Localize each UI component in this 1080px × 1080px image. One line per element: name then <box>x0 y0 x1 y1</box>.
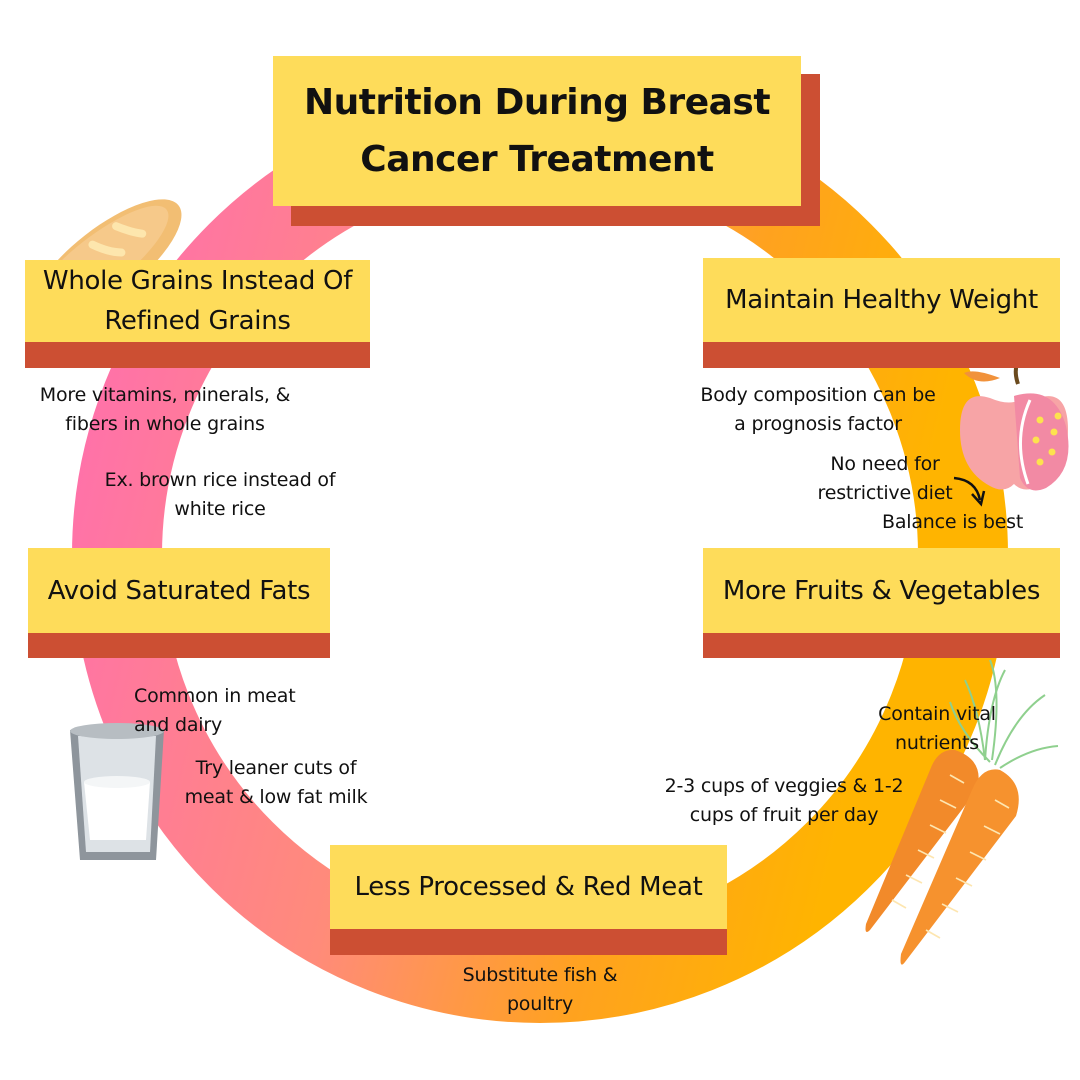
note-fruits-vegetables-nutrients: Contain vital nutrients <box>878 703 996 754</box>
note-healthy-weight-prognosis: Body composition can be a prognosis fact… <box>700 384 936 435</box>
page-title: Nutrition During Breast Cancer Treatment <box>303 82 771 180</box>
note-fruits-vegetables-servings: 2-3 cups of veggies & 1-2 cups of fruit … <box>664 775 904 826</box>
heading-healthy-weight: Maintain Healthy Weight <box>725 285 1038 315</box>
heading-red-meat: Less Processed & Red Meat <box>354 872 703 902</box>
heading-whole-grains: Whole Grains Instead Of Refined Grains <box>42 266 353 336</box>
note-red-meat-substitute: Substitute fish & poultry <box>462 964 618 1015</box>
apple-icon <box>960 354 1069 491</box>
section-healthy-weight: Maintain Healthy Weight <box>703 258 1060 368</box>
curved-arrow-icon <box>953 476 986 507</box>
milk-glass-icon <box>70 723 164 860</box>
note-whole-grains-nutrients: More vitamins, minerals, & fibers in who… <box>39 384 291 435</box>
heading-saturated-fats: Avoid Saturated Fats <box>47 575 311 606</box>
section-red-meat: Less Processed & Red Meat <box>330 845 727 955</box>
title-box: Nutrition During Breast Cancer Treatment <box>273 56 820 226</box>
section-fruits-vegetables: More Fruits & Vegetables <box>703 548 1060 658</box>
section-whole-grains: Whole Grains Instead Of Refined Grains <box>25 260 370 368</box>
heading-fruits-vegetables: More Fruits & Vegetables <box>722 575 1041 606</box>
carrots-icon <box>865 659 1059 965</box>
note-healthy-weight-diet: No need for restrictive diet <box>817 453 953 504</box>
note-healthy-weight-balance: Balance is best <box>882 511 1024 533</box>
note-whole-grains-example: Ex. brown rice instead of white rice <box>104 469 336 520</box>
section-saturated-fats: Avoid Saturated Fats <box>28 548 330 658</box>
note-saturated-fats-sources: Common in meat and dairy <box>134 685 296 736</box>
note-saturated-fats-alternatives: Try leaner cuts of meat & low fat milk <box>184 757 368 808</box>
